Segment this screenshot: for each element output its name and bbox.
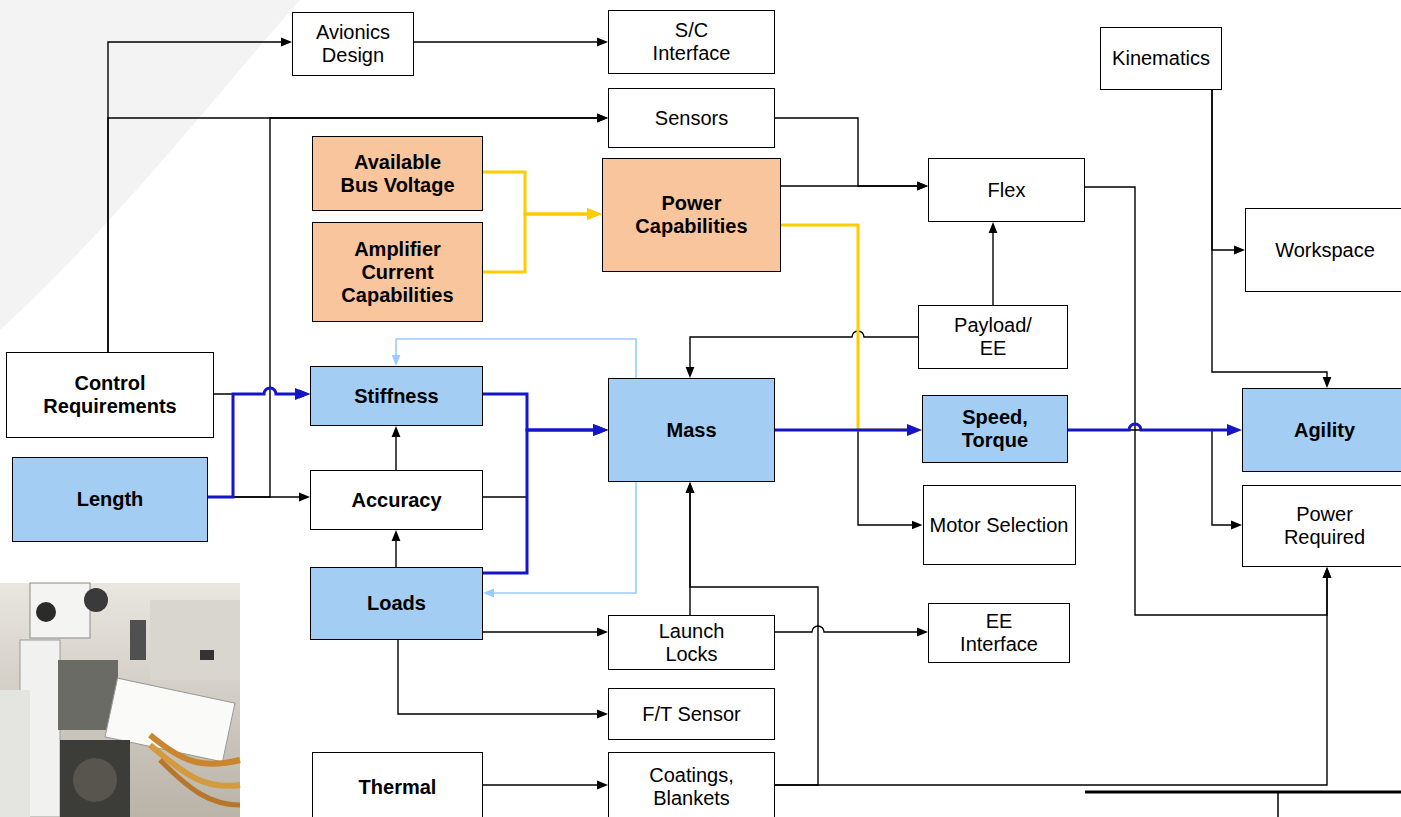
node-label: Control Requirements bbox=[7, 372, 213, 418]
connector-arrow bbox=[1068, 424, 1235, 430]
node-label: Motor Selection bbox=[930, 514, 1069, 537]
node-label: F/T Sensor bbox=[642, 703, 741, 726]
connector-arrow bbox=[781, 225, 915, 525]
connector-arrow bbox=[483, 394, 601, 430]
process-box: Loads bbox=[310, 567, 483, 640]
node-label: Power Capabilities bbox=[603, 192, 780, 238]
process-box: F/T Sensor bbox=[608, 688, 775, 740]
node-label: Accuracy bbox=[351, 489, 441, 512]
connector-arrow bbox=[775, 429, 915, 432]
process-box: Kinematics bbox=[1100, 27, 1222, 90]
connector-arrow bbox=[690, 331, 918, 370]
connector-arrow bbox=[781, 185, 920, 186]
process-box: Power Capabilities bbox=[602, 158, 781, 272]
node-label: Flex bbox=[988, 179, 1026, 202]
connector-arrow bbox=[483, 631, 600, 632]
node-label: Length bbox=[77, 488, 144, 511]
node-label: Avionics Design bbox=[293, 21, 413, 67]
process-box: Length bbox=[12, 457, 208, 542]
process-box: Agility bbox=[1242, 388, 1401, 472]
node-label: Mass bbox=[666, 419, 716, 442]
node-label: Workspace bbox=[1275, 239, 1375, 262]
process-box: Stiffness bbox=[310, 366, 483, 426]
connector-arrow bbox=[1212, 90, 1237, 250]
node-label: Kinematics bbox=[1112, 47, 1210, 70]
connector-arrow bbox=[208, 388, 303, 497]
connector-arrow bbox=[775, 118, 920, 186]
connector-arrow bbox=[483, 430, 600, 497]
node-label: S/C Interface bbox=[642, 19, 742, 65]
process-box: Workspace bbox=[1245, 208, 1401, 292]
process-box: Amplifier Current Capabilities bbox=[312, 222, 483, 322]
connector-arrow bbox=[395, 538, 396, 567]
node-label: Power Required bbox=[1275, 503, 1375, 549]
process-box: EE Interface bbox=[928, 603, 1070, 663]
connector-arrow bbox=[483, 172, 595, 214]
process-box: Coatings, Blankets bbox=[608, 752, 775, 817]
node-label: Amplifier Current Capabilities bbox=[333, 238, 463, 307]
background-swoosh bbox=[0, 0, 300, 330]
connector-arrow bbox=[398, 640, 600, 714]
node-label: Launch Locks bbox=[647, 620, 737, 666]
node-label: Stiffness bbox=[354, 385, 438, 408]
process-box: Motor Selection bbox=[923, 485, 1076, 565]
connector-arrow bbox=[491, 482, 636, 593]
process-box: Speed, Torque bbox=[922, 395, 1068, 463]
table-fragment bbox=[1085, 792, 1401, 817]
process-box: Launch Locks bbox=[608, 615, 775, 670]
process-box: Available Bus Voltage bbox=[312, 136, 483, 211]
node-label: Coatings, Blankets bbox=[642, 764, 742, 810]
node-label: EE Interface bbox=[954, 610, 1044, 656]
rover-photo bbox=[0, 583, 240, 817]
process-box: Control Requirements bbox=[6, 352, 214, 438]
node-label: Thermal bbox=[359, 776, 437, 799]
connector-arrow bbox=[108, 42, 284, 352]
node-label: Available Bus Voltage bbox=[334, 151, 462, 197]
process-box: Mass bbox=[608, 378, 775, 482]
connector-arrow bbox=[414, 41, 600, 42]
process-box: S/C Interface bbox=[608, 10, 775, 74]
connector-arrow bbox=[775, 626, 920, 632]
node-label: Speed, Torque bbox=[950, 406, 1040, 452]
process-box: Flex bbox=[928, 158, 1085, 222]
process-box: Accuracy bbox=[310, 470, 483, 530]
process-box: Thermal bbox=[312, 752, 483, 817]
node-label: Agility bbox=[1294, 419, 1355, 442]
process-box: Sensors bbox=[608, 88, 775, 148]
process-box: Avionics Design bbox=[292, 12, 414, 76]
connector-arrow bbox=[483, 214, 595, 272]
connector-arrow bbox=[483, 430, 601, 573]
process-box: Power Required bbox=[1242, 485, 1401, 567]
connector-arrow bbox=[483, 784, 600, 785]
node-label: Payload/ EE bbox=[951, 314, 1036, 360]
connector-arrow bbox=[1068, 430, 1234, 525]
connector-arrow bbox=[775, 575, 1327, 785]
connector-arrow bbox=[208, 118, 600, 497]
process-box: Payload/ EE bbox=[918, 305, 1068, 369]
node-label: Sensors bbox=[655, 107, 728, 130]
connector-arrow bbox=[781, 225, 915, 430]
connector-arrow bbox=[108, 118, 600, 352]
connector-arrow bbox=[992, 230, 993, 305]
connector-arrow bbox=[395, 434, 396, 470]
node-label: Loads bbox=[367, 592, 426, 615]
